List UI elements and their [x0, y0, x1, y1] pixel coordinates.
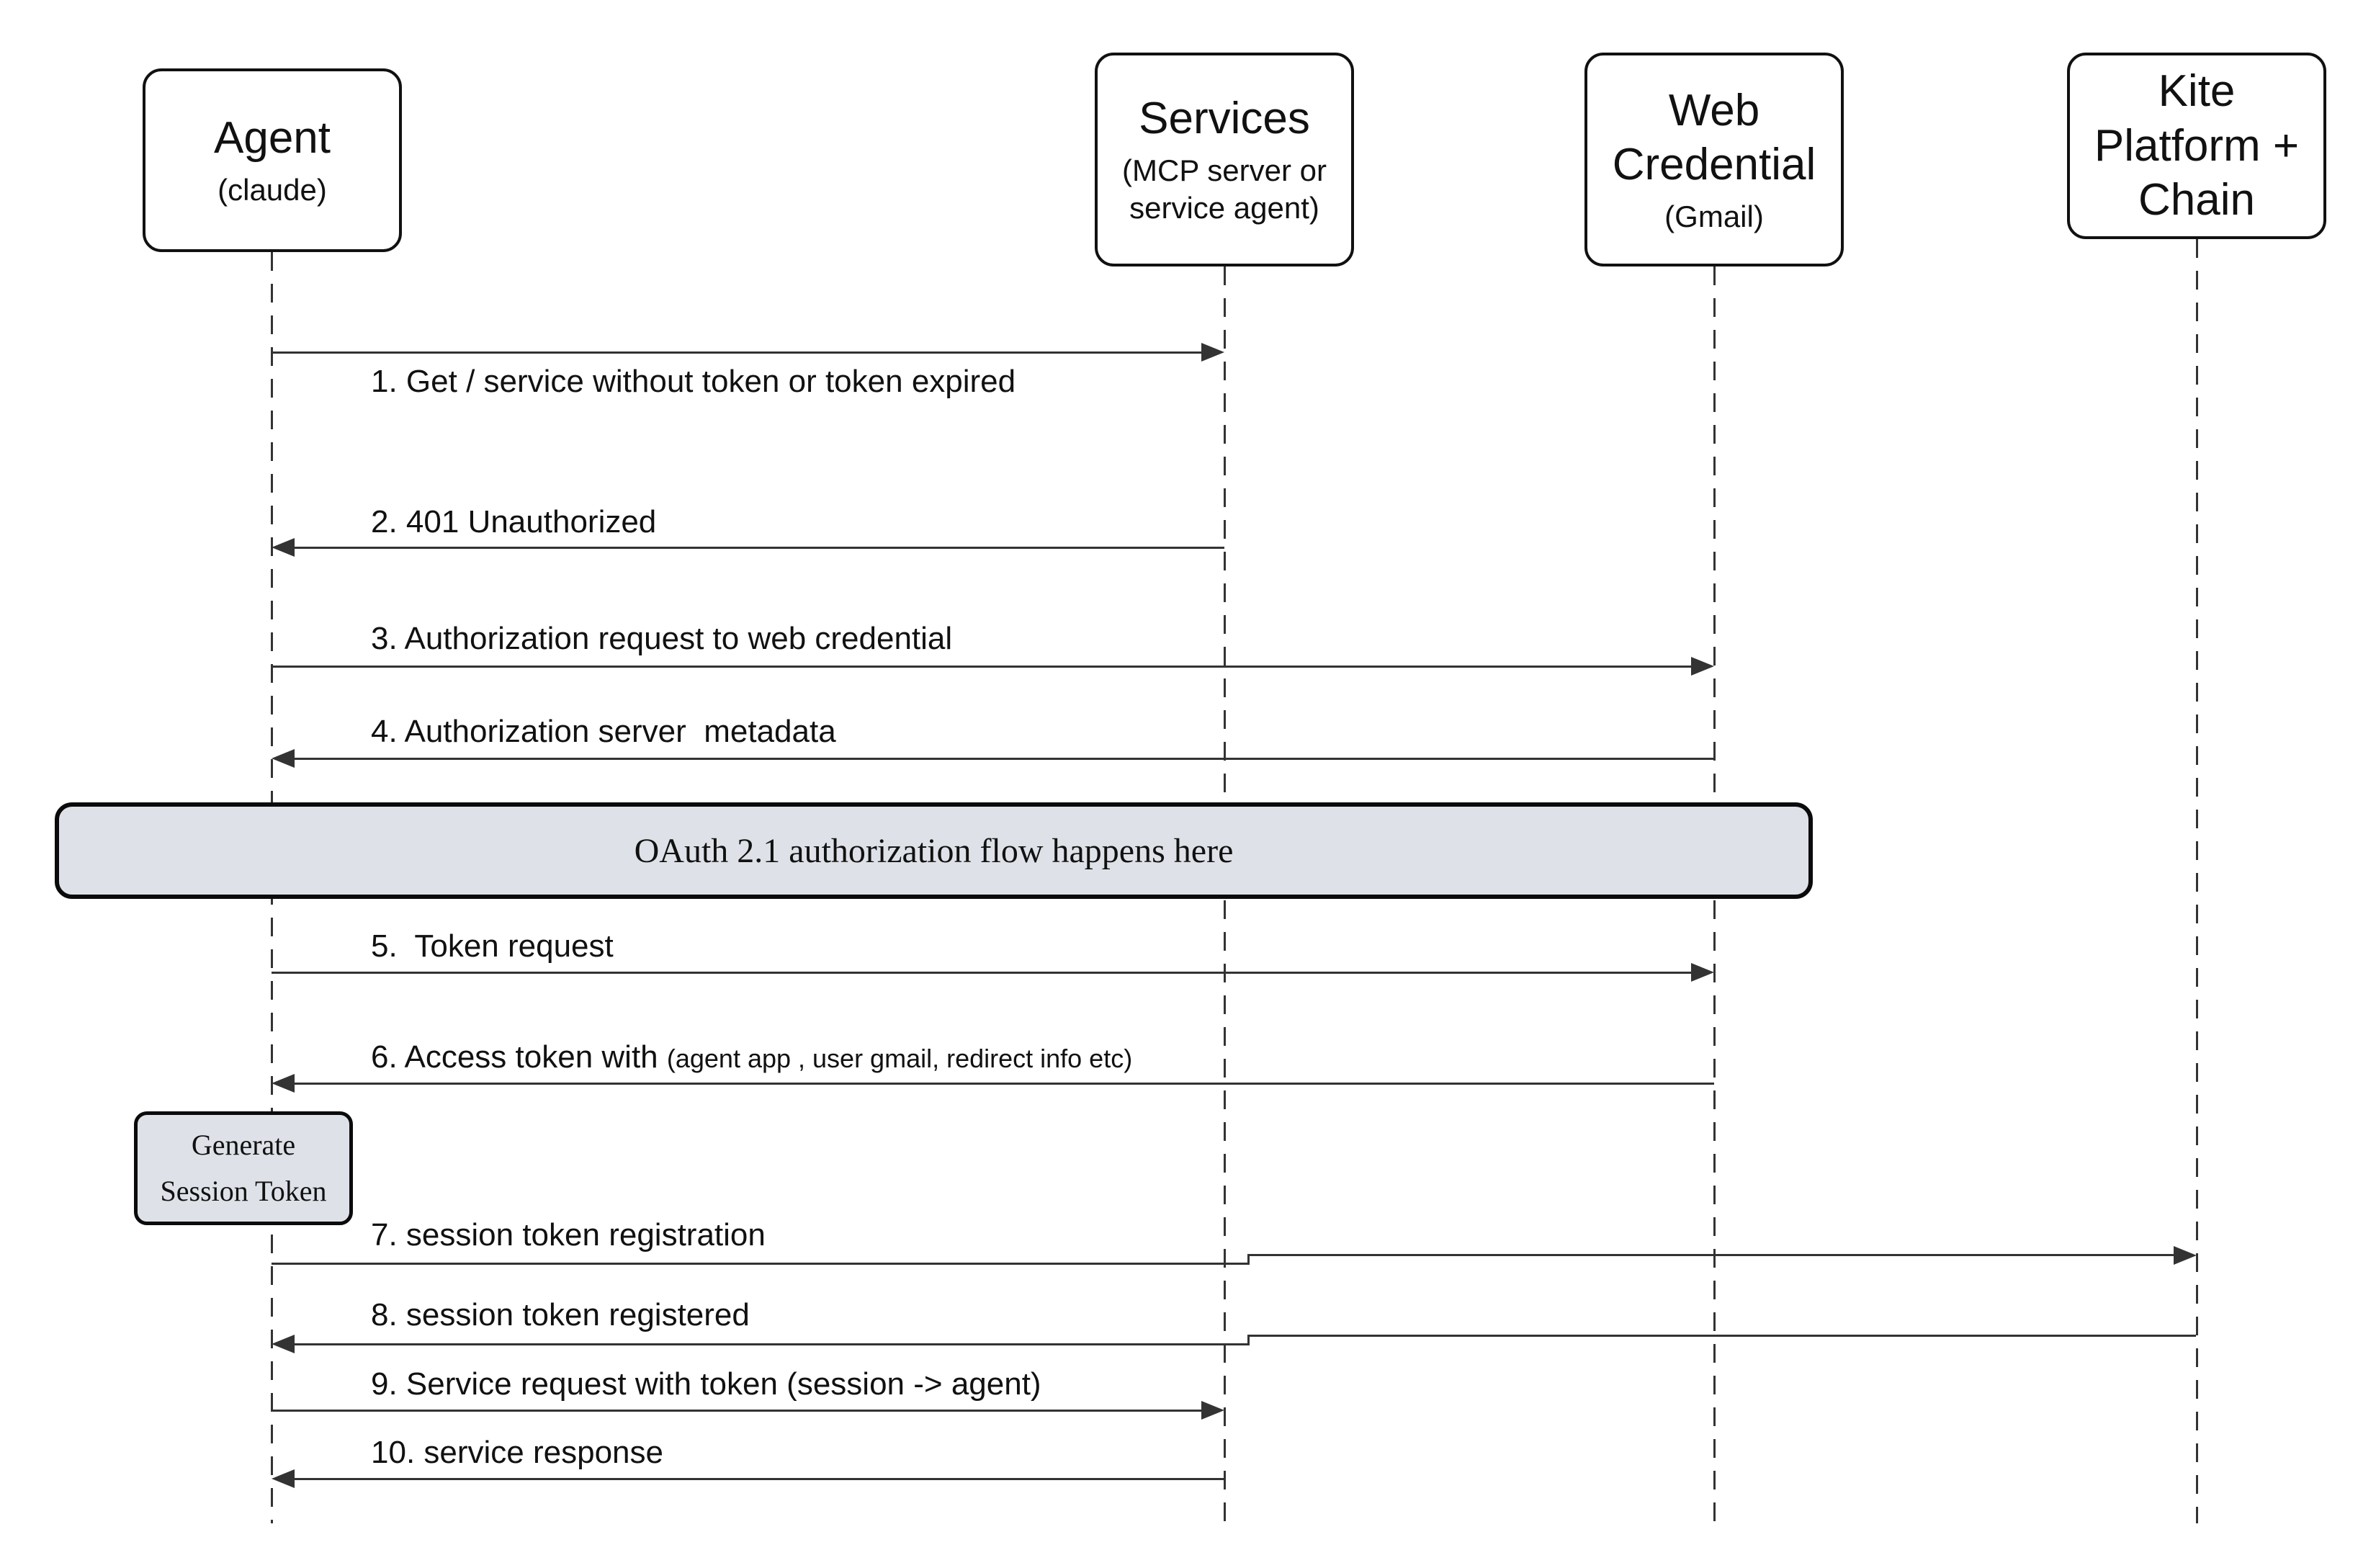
message-7-line-right — [1247, 1254, 2181, 1256]
arrowhead-left-icon — [272, 749, 295, 768]
message-2-line — [288, 547, 1224, 549]
message-1-label: 1. Get / service without token or token … — [371, 364, 1016, 399]
message-5-label: 5. Token request — [371, 928, 614, 964]
arrowhead-right-icon — [1691, 657, 1714, 676]
message-8-line-right — [1247, 1335, 2196, 1337]
note-line-1: Generate — [191, 1129, 296, 1161]
arrowhead-right-icon — [1201, 1401, 1224, 1420]
message-9-label: 9. Service request with token (session -… — [371, 1366, 1041, 1402]
message-7-step — [1247, 1254, 1250, 1265]
message-3-line — [272, 666, 1698, 668]
actor-subtitle: (Gmail) — [1664, 199, 1764, 233]
actor-subtitle: (claude) — [218, 173, 327, 207]
message-10-line — [288, 1478, 1224, 1480]
arrowhead-right-icon — [1201, 343, 1224, 362]
arrowhead-right-icon — [2174, 1246, 2197, 1265]
message-5-line — [272, 972, 1698, 974]
actor-box-web-credential: Web Credential (Gmail) — [1584, 53, 1844, 266]
actor-title: Agent — [213, 113, 331, 163]
message-10-label: 10. service response — [371, 1435, 663, 1470]
note-generate-session-token: Generate Session Token — [134, 1111, 353, 1225]
arrowhead-left-icon — [272, 1074, 295, 1093]
message-4-line — [288, 758, 1714, 760]
message-6-label-detail: (agent app , user gmail, redirect info e… — [666, 1044, 1133, 1073]
message-6-label-main: 6. Access token with — [371, 1039, 667, 1075]
message-7-line — [272, 1263, 1248, 1265]
message-6-label: 6. Access token with (agent app , user g… — [371, 1039, 1132, 1075]
message-6-line — [288, 1083, 1714, 1085]
actor-title: Kite Platform + Chain — [2094, 66, 2300, 225]
message-1-line — [272, 351, 1208, 354]
message-7-label: 7. session token registration — [371, 1217, 766, 1253]
actor-title: Web Credential — [1612, 85, 1816, 190]
arrowhead-left-icon — [272, 1469, 295, 1488]
message-4-label: 4. Authorization server metadata — [371, 714, 836, 749]
message-3-label: 3. Authorization request to web credenti… — [371, 621, 953, 656]
oauth-flow-band: OAuth 2.1 authorization flow happens her… — [55, 802, 1813, 899]
actor-box-agent: Agent (claude) — [143, 68, 402, 252]
actor-box-kite-platform: Kite Platform + Chain — [2067, 53, 2326, 239]
message-9-line — [272, 1410, 1208, 1412]
message-8-step — [1247, 1335, 1250, 1345]
arrowhead-right-icon — [1691, 963, 1714, 982]
message-8-line — [288, 1343, 1250, 1345]
message-2-label: 2. 401 Unauthorized — [371, 504, 657, 539]
arrowhead-left-icon — [272, 538, 295, 557]
oauth-flow-band-label: OAuth 2.1 authorization flow happens her… — [634, 831, 1234, 870]
actor-box-services: Services (MCP server or service agent) — [1095, 53, 1354, 266]
actor-subtitle: (MCP server or service agent) — [1122, 153, 1327, 225]
message-8-label: 8. session token registered — [371, 1297, 750, 1332]
note-line-2: Session Token — [160, 1175, 327, 1207]
lifeline-kite-platform — [2196, 239, 2198, 1523]
arrowhead-left-icon — [272, 1335, 295, 1353]
actor-title: Services — [1139, 94, 1310, 144]
